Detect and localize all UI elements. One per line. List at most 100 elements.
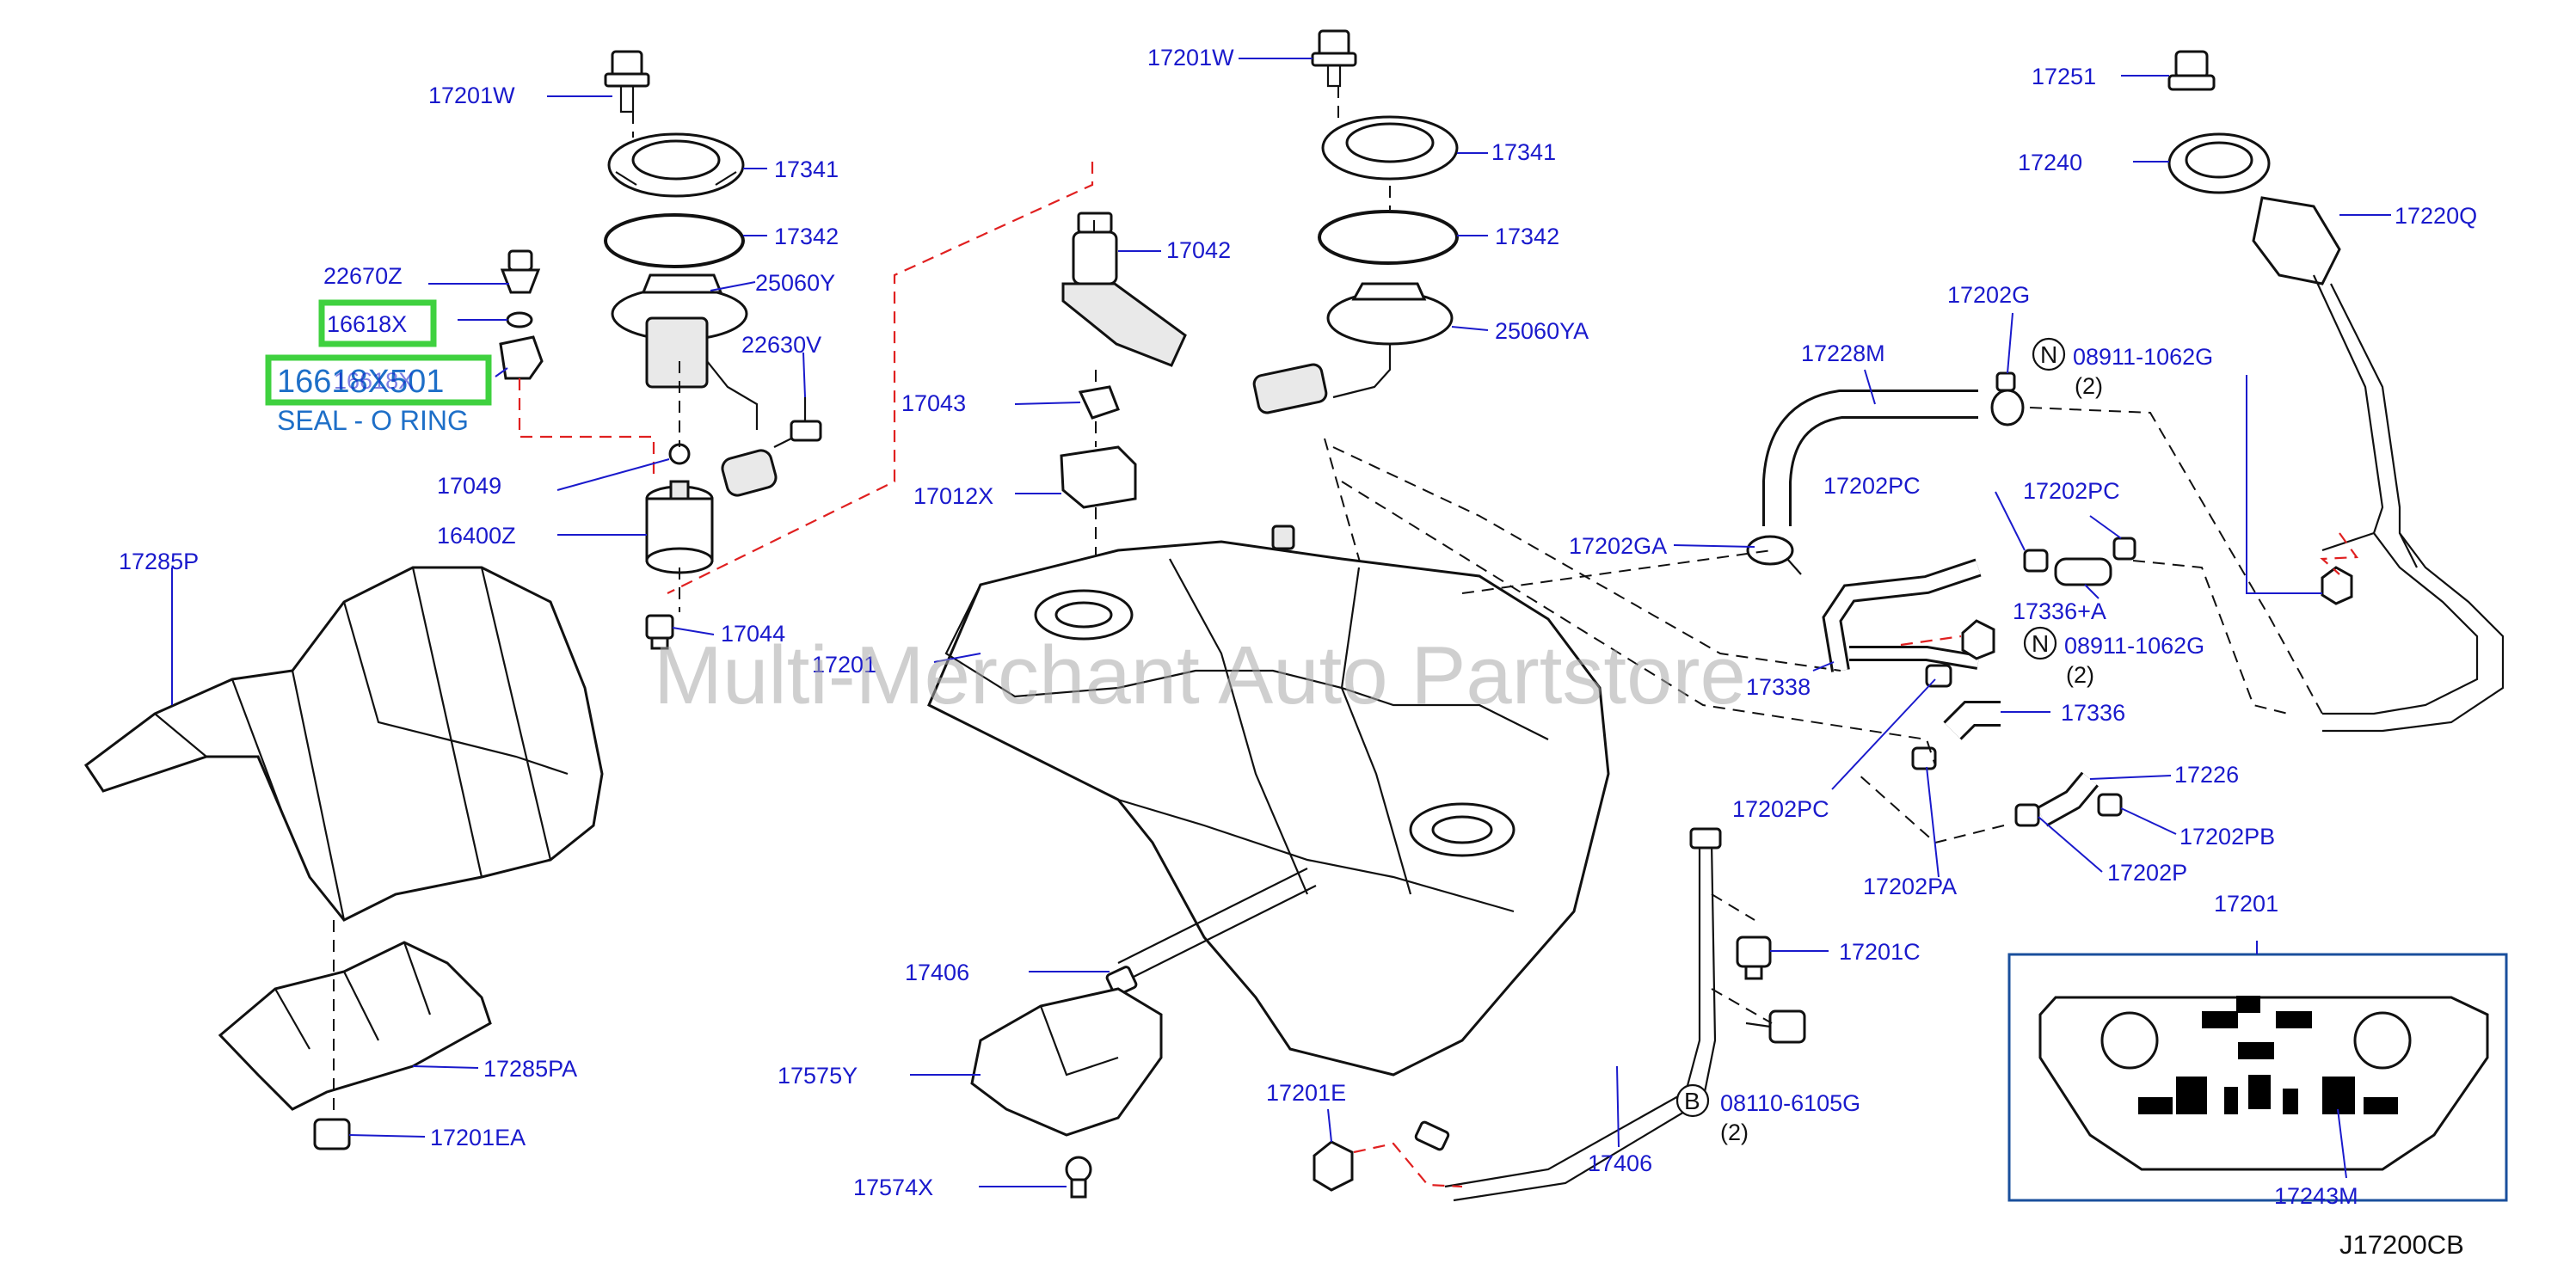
o-ring-17342-left[interactable] (604, 213, 745, 268)
clip-17574x[interactable] (1065, 1156, 1092, 1199)
cap-17251[interactable] (2167, 50, 2216, 91)
clamp-17202pa[interactable] (1911, 746, 1937, 770)
label-17341-right: 17341 (1491, 139, 1556, 165)
clamp-17202pc-c[interactable] (1925, 664, 1952, 688)
nut-17201e[interactable] (1313, 1140, 1354, 1192)
label-17042: 17042 (1166, 237, 1231, 263)
bolt-17201w-left[interactable] (604, 50, 650, 113)
pump-module-25060ya[interactable] (1252, 282, 1454, 414)
label-17202pa: 17202PA (1863, 874, 1957, 899)
label-17240: 17240 (2018, 150, 2082, 175)
label-17285p: 17285P (119, 549, 199, 574)
pump-17042[interactable] (1061, 212, 1187, 367)
ring-17240[interactable] (2167, 132, 2271, 194)
clamp-17202pc-b[interactable] (2112, 537, 2136, 561)
clip-22670z[interactable] (500, 249, 541, 294)
label-17226: 17226 (2174, 762, 2239, 788)
sensor-22630v[interactable] (790, 397, 822, 442)
fastener-b1-qty: (2) (1720, 1120, 1749, 1145)
fastener-b1-symbol: B (1684, 1088, 1700, 1114)
highlight-16618x-label: 16618X (327, 311, 407, 337)
label-17012x: 17012X (913, 483, 993, 509)
bolt-b-08110[interactable] (1745, 1009, 1806, 1044)
label-17243m: 17243M (2274, 1183, 2358, 1209)
clamp-17202ga[interactable] (1746, 535, 1802, 575)
label-17202g: 17202G (1947, 282, 2030, 308)
label-17342-right: 17342 (1495, 224, 1559, 249)
label-17574x: 17574X (853, 1175, 933, 1200)
label-17202pc-b: 17202PC (2023, 478, 2120, 504)
hose-17228m[interactable] (1762, 390, 1978, 526)
o-ring-17342-right[interactable] (1318, 210, 1459, 265)
fastener-n2-part: 08911-1062G (2064, 633, 2204, 659)
label-17201-box: 17201 (2214, 891, 2278, 917)
label-17049: 17049 (437, 473, 501, 499)
clip-17043[interactable] (1078, 385, 1120, 420)
clip-16618x501[interactable] (499, 335, 544, 380)
fuel-tank-17201[interactable] (927, 525, 1610, 1077)
fastener-n1: N 08911-1062G (2) (2032, 337, 2213, 399)
label-17043: 17043 (901, 390, 966, 416)
label-17201c: 17201C (1839, 939, 1921, 965)
fastener-b1: B 08110-6105G (2) (1675, 1083, 1860, 1145)
highlight-16618x501[interactable]: 16618X501 16618X (265, 354, 492, 406)
nut-n-center[interactable] (1961, 619, 1995, 660)
strap-17406-left[interactable] (1105, 868, 1317, 997)
fastener-n2-symbol: N (2032, 630, 2049, 657)
label-17201e: 17201E (1266, 1080, 1346, 1106)
label-17251: 17251 (2032, 64, 2096, 89)
label-17220q: 17220Q (2395, 203, 2477, 229)
bolt-17201w-right[interactable] (1311, 29, 1357, 88)
label-17202pc-a: 17202PC (1823, 473, 1921, 499)
fastener-n2-qty: (2) (2066, 662, 2094, 688)
label-17201w-right: 17201W (1147, 45, 1234, 71)
label-17228m: 17228M (1801, 340, 1885, 366)
label-25060ya: 25060YA (1495, 318, 1589, 344)
clamp-17202pb[interactable] (2097, 793, 2123, 817)
hose-17336[interactable] (1943, 701, 2001, 740)
shield-17285p[interactable] (83, 566, 604, 922)
hose-17336a[interactable] (2054, 557, 2112, 586)
dashed-link-center (667, 162, 1094, 594)
label-17338: 17338 (1746, 674, 1811, 700)
shield-17285pa[interactable] (218, 941, 492, 1111)
bolt-17201c[interactable] (1736, 936, 1772, 980)
fastener-n1-part: 08911-1062G (2073, 344, 2213, 370)
harness-box-17201 (2007, 953, 2508, 1202)
label-17336a: 17336+A (2013, 598, 2106, 624)
nut-17044[interactable] (645, 614, 674, 650)
bracket-17575y[interactable] (970, 987, 1163, 1137)
label-17201ea: 17201EA (430, 1125, 526, 1150)
retainer-ring-17341-right[interactable] (1321, 115, 1459, 181)
nut-17201ea[interactable] (313, 1118, 351, 1150)
fastener-b1-part: 08110-6105G (1720, 1090, 1860, 1116)
diagram-code: J17200CB (2339, 1230, 2464, 1260)
label-17406-right: 17406 (1588, 1150, 1652, 1176)
clamp-17202pc-a[interactable] (2023, 549, 2049, 573)
label-17044: 17044 (721, 621, 785, 647)
clamp-17202p[interactable] (2014, 803, 2040, 827)
fastener-n2: N 08911-1062G (2) (2023, 626, 2204, 688)
label-17202p: 17202P (2107, 860, 2187, 886)
nut-n-right[interactable] (2321, 566, 2353, 605)
pump-module-25060y[interactable] (611, 273, 801, 498)
bracket-17012x[interactable] (1060, 445, 1137, 509)
filler-tube-17220q[interactable] (2252, 196, 2505, 733)
float-17049[interactable] (668, 443, 691, 465)
retainer-ring-17341-left[interactable] (607, 132, 745, 198)
highlight-16618x[interactable]: 16618X (318, 299, 437, 347)
leader-lines (171, 58, 2391, 1187)
label-17575y: 17575Y (778, 1063, 858, 1089)
label-17336: 17336 (2061, 700, 2125, 726)
highlight-overlay-label: 16618X (334, 368, 414, 394)
highlight-16618x501-label: 16618X501 (277, 364, 444, 400)
pipe-17338[interactable] (1822, 558, 1982, 672)
fastener-n1-symbol: N (2040, 341, 2057, 368)
label-22630v: 22630V (741, 332, 821, 358)
label-22670z: 22670Z (323, 263, 403, 289)
filter-16400z[interactable] (645, 480, 714, 574)
washer-16618x[interactable] (506, 311, 533, 328)
hose-17226[interactable] (2036, 771, 2099, 827)
clamp-17202g[interactable] (1990, 371, 2025, 426)
